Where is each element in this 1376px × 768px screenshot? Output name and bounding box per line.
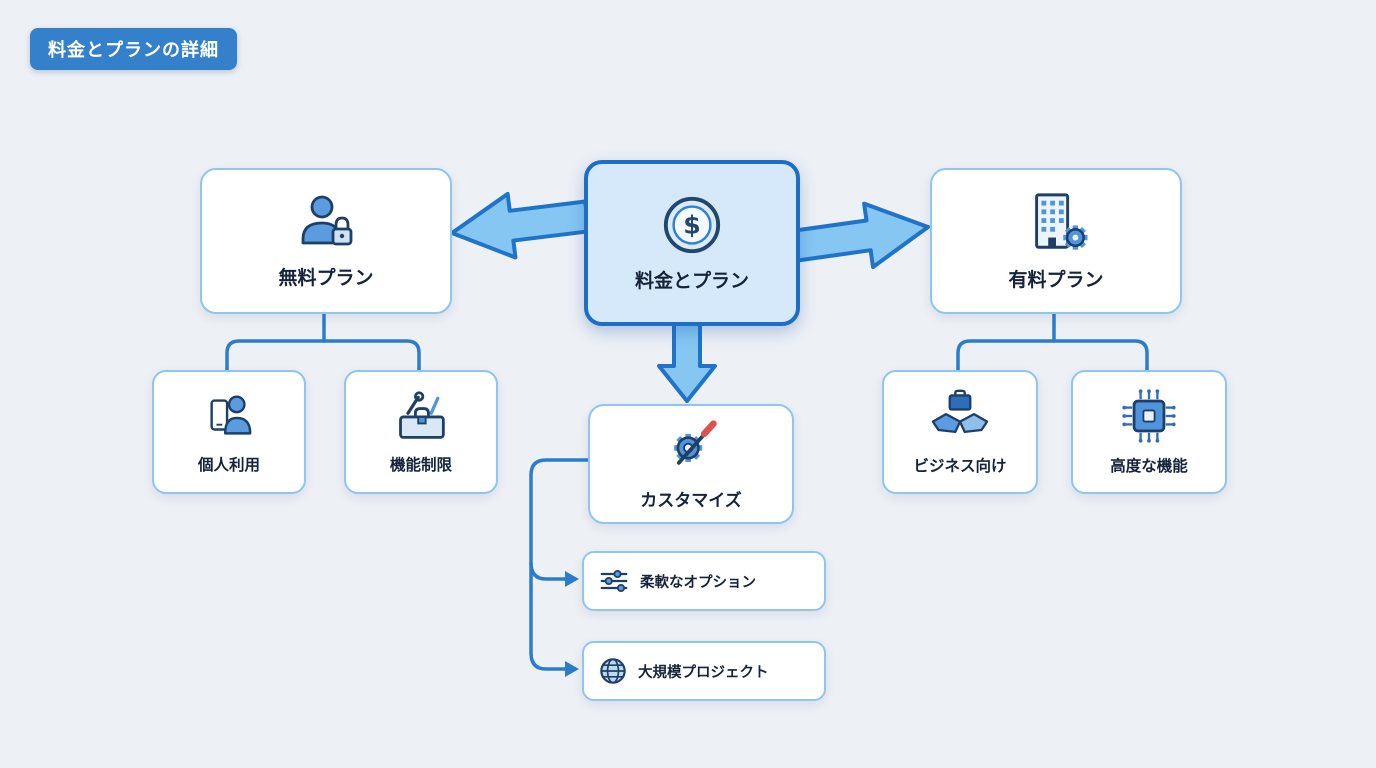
user-lock-icon [301, 195, 353, 245]
title-badge: 料金とプランの詳細 [30, 28, 237, 70]
node-feature-limits-label: 機能制限 [389, 456, 452, 474]
node-large-projects-label: 大規模プロジェクト [638, 664, 769, 681]
toolbox-icon [399, 391, 445, 439]
node-paid-plan-label: 有料プラン [1008, 268, 1104, 291]
node-flexible-options-label: 柔軟なオプション [640, 574, 756, 591]
node-customize: カスタマイズ [588, 404, 794, 524]
dollar-circle-icon: $ [663, 196, 721, 253]
node-pricing-center-label: 料金とプラン [634, 269, 749, 292]
node-pricing-center: $ 料金とプラン [584, 160, 800, 326]
handshake-briefcase-icon [931, 389, 989, 434]
person-phone-icon [210, 395, 252, 435]
node-customize-label: カスタマイズ [640, 490, 742, 511]
sliders-icon [600, 569, 628, 593]
arrow-center-to-free [450, 191, 591, 260]
gear-wrench-icon [674, 419, 717, 465]
node-business-label: ビジネス向け [913, 457, 1007, 475]
edge-customize-flexible [529, 458, 591, 581]
arrow-center-to-customize [657, 318, 717, 403]
arrow-center-to-paid [785, 201, 930, 270]
node-free-plan: 無料プラン [200, 168, 452, 314]
building-gear-icon [1035, 192, 1088, 250]
node-advanced-features: 高度な機能 [1071, 370, 1227, 494]
chip-icon [1122, 389, 1176, 443]
node-free-plan-label: 無料プラン [278, 266, 374, 289]
node-personal-use: 個人利用 [152, 370, 306, 494]
node-advanced-features-label: 高度な機能 [1110, 457, 1188, 475]
node-large-projects: 大規模プロジェクト [582, 641, 826, 701]
node-personal-use-label: 個人利用 [197, 456, 260, 474]
edge-customize-large [529, 561, 568, 671]
arrowhead-flexible [565, 571, 579, 587]
node-feature-limits: 機能制限 [344, 370, 498, 494]
node-flexible-options: 柔軟なオプション [582, 551, 826, 611]
node-paid-plan: 有料プラン [930, 168, 1182, 314]
globe-icon [600, 658, 626, 684]
node-business: ビジネス向け [882, 370, 1038, 494]
svg-text:$: $ [683, 210, 701, 239]
arrowhead-large [565, 661, 579, 677]
